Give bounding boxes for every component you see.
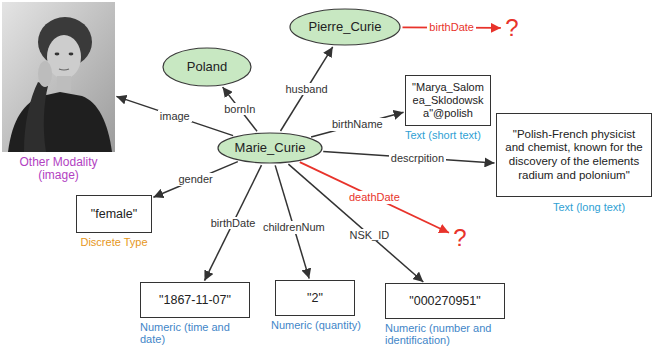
plain-shape: ? — [453, 224, 466, 252]
type-caption: Text (long text) — [526, 201, 652, 213]
type-caption: Numeric (time and date) — [140, 321, 252, 346]
edge-label: descrpition — [389, 152, 446, 165]
type-caption: Other Modality (image) — [2, 156, 115, 183]
portrait-hand — [38, 61, 52, 87]
edge-label: birthDate — [427, 21, 476, 34]
portrait-mouth — [59, 69, 69, 70]
edge-arrow — [116, 96, 233, 135]
ellipse-fill — [163, 48, 251, 86]
node-label: "2" — [307, 291, 323, 306]
graph-node: "000270951" Numeric (number and identific… — [385, 283, 535, 347]
box-shape: "Marya_Salomea_Sklodowska"@polish — [405, 75, 491, 126]
node-label: "1867-11-07" — [159, 293, 231, 308]
edge-label: birthName — [330, 118, 385, 131]
edge-label: childrenNum — [261, 221, 327, 234]
node-label: "Marya_Salomea_Sklodowska"@polish — [412, 81, 484, 120]
graph-node: "Polish-French physicist and chemist, kn… — [496, 113, 652, 213]
edge-arrow — [223, 87, 257, 131]
portrait-eye — [69, 53, 74, 56]
box-shape: "000270951" — [385, 283, 505, 319]
portrait-eye — [55, 53, 60, 56]
edge-label: NSK_ID — [347, 229, 391, 242]
edge-label: birthDate — [209, 217, 258, 230]
box-shape: "Polish-French physicist and chemist, kn… — [496, 113, 652, 197]
image-shape — [2, 2, 115, 152]
ellipse-fill — [290, 9, 400, 45]
portrait-background — [2, 2, 115, 152]
graph-node: "2"Numeric (quantity) — [275, 280, 381, 331]
edge-label: gender — [176, 173, 214, 186]
type-caption: Numeric (number and identification) — [385, 322, 535, 347]
node-label: Marie_Curie — [235, 140, 306, 155]
graph-node: Other Modality (image) — [2, 2, 115, 183]
graph-node: Poland — [162, 47, 252, 87]
portrait-arm — [24, 82, 48, 152]
portrait-neck — [57, 76, 71, 92]
edge-label: image — [158, 110, 192, 123]
edge-label: husband — [284, 83, 330, 96]
graph-node: Marie_Curie — [217, 132, 323, 164]
ellipse-shape: Marie_Curie — [217, 132, 323, 164]
node-label: "Polish-French physicist and chemist, kn… — [503, 128, 645, 182]
ellipse-shape: Poland — [162, 47, 252, 87]
node-label: Pierre_Curie — [309, 19, 382, 34]
edge-arrow — [281, 47, 333, 131]
graph-node: "female"Discrete Type — [76, 195, 162, 248]
graph-node: Pierre_Curie — [289, 8, 401, 46]
type-caption: Numeric (quantity) — [271, 319, 381, 331]
edge-label: deathDate — [347, 191, 402, 204]
graph-node: ? — [505, 14, 518, 42]
node-label: Poland — [187, 59, 227, 74]
plain-shape: ? — [505, 14, 518, 42]
box-shape: "2" — [275, 280, 355, 316]
ellipse-fill — [218, 133, 322, 163]
node-label: "female" — [91, 207, 137, 222]
node-label: ? — [505, 14, 518, 42]
edge-arrow — [153, 162, 237, 198]
ellipse-shape: Pierre_Curie — [289, 8, 401, 46]
edge-label: bornIn — [222, 103, 257, 116]
node-label: "000270951" — [409, 294, 480, 309]
portrait-dress — [8, 92, 112, 152]
box-shape: "female" — [76, 195, 152, 233]
portrait-illustration — [2, 2, 115, 152]
graph-node: ? — [453, 224, 466, 252]
portrait-face — [47, 35, 81, 79]
graph-node: "1867-11-07" Numeric (time and date) — [140, 282, 252, 346]
edge-arrow — [311, 112, 404, 137]
type-caption: Discrete Type — [66, 236, 162, 248]
node-label: ? — [453, 224, 466, 252]
box-shape: "1867-11-07" — [140, 282, 250, 318]
